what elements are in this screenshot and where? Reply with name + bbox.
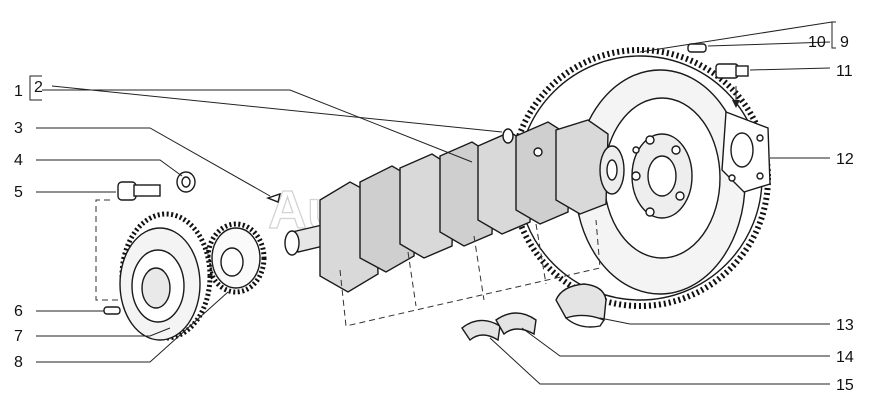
pulley-pin xyxy=(103,306,121,315)
bolt-plate xyxy=(721,111,771,193)
flywheel-bolt xyxy=(715,63,749,108)
callout-4: 4 xyxy=(14,152,23,169)
crank-plug xyxy=(502,128,514,144)
callout-11: 11 xyxy=(836,63,853,80)
callout-15: 15 xyxy=(836,377,854,394)
leader-lines xyxy=(29,21,836,385)
assembly-lines xyxy=(95,199,601,327)
callout-12: 12 xyxy=(836,151,854,168)
pulley-washer xyxy=(176,171,196,193)
callout-10: 10 xyxy=(808,34,826,51)
timing-gear xyxy=(205,221,267,295)
crankshaft xyxy=(284,119,625,293)
callout-2: 2 xyxy=(34,79,43,96)
dowel-pin xyxy=(687,43,707,53)
callout-9: 9 xyxy=(840,34,849,51)
callout-3: 3 xyxy=(14,120,23,137)
thrust-half-rings xyxy=(461,312,537,342)
main-bearing-shells xyxy=(555,283,607,328)
callout-13: 13 xyxy=(836,317,854,334)
pulley-bolt xyxy=(117,181,161,201)
woodruff-key xyxy=(265,192,281,203)
callout-7: 7 xyxy=(14,328,23,345)
crank-pulley xyxy=(119,211,213,341)
callout-14: 14 xyxy=(836,349,854,366)
callout-labels: 1 2 3 4 5 6 7 8 9 10 11 12 13 14 15 xyxy=(14,34,854,394)
callout-5: 5 xyxy=(14,184,23,201)
callout-6: 6 xyxy=(14,303,23,320)
callout-1: 1 xyxy=(14,83,23,100)
callout-8: 8 xyxy=(14,354,23,371)
